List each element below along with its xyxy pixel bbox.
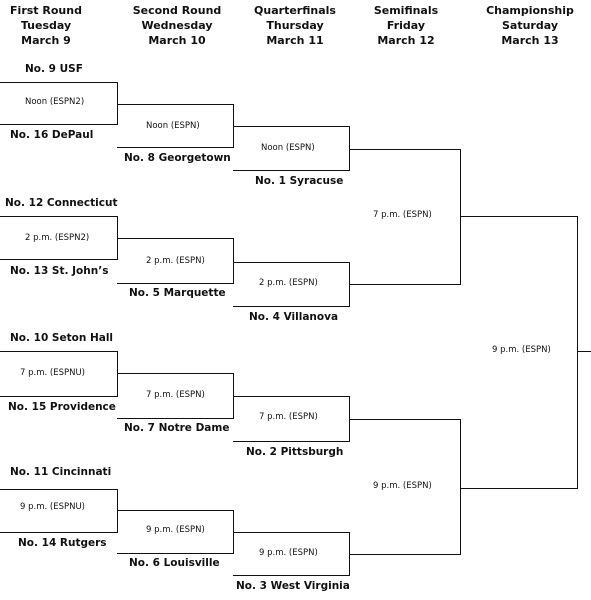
header-second-round: Second Round Wednesday March 10: [118, 3, 236, 48]
bracket-line: [117, 510, 234, 511]
header-round-label: Quarterfinals: [254, 4, 336, 17]
bracket-line: [460, 488, 578, 489]
first-round-game-time: 9 p.m. (ESPNU): [20, 502, 85, 512]
first-round-top-team: No. 10 Seton Hall: [10, 332, 114, 344]
bracket-line: [0, 489, 118, 490]
bracket-line: [233, 170, 350, 171]
bracket-line: [233, 441, 350, 442]
bracket-line: [233, 575, 350, 576]
bracket-line: [460, 149, 461, 285]
second-round-team: No. 7 Notre Dame: [124, 422, 230, 434]
bracket-line: [0, 259, 118, 260]
second-round-team: No. 8 Georgetown: [124, 152, 231, 164]
bracket-line: [233, 306, 350, 307]
first-round-game-time: Noon (ESPN2): [25, 97, 85, 107]
bracket-line: [460, 419, 461, 555]
bracket-line: [0, 351, 118, 352]
second-round-game-time: 7 p.m. (ESPN): [146, 390, 205, 400]
bracket-line: [0, 532, 118, 533]
first-round-top-team: No. 12 Connecticut: [5, 197, 118, 209]
second-round-game-time: Noon (ESPN): [146, 121, 200, 131]
header-date-label: March 9: [21, 34, 71, 47]
first-round-top-team: No. 9 USF: [25, 63, 83, 75]
header-day-label: Friday: [386, 19, 426, 32]
first-round-bottom-team: No. 13 St. John’s: [10, 265, 109, 277]
bracket-line: [117, 489, 118, 533]
header-day-label: Thursday: [266, 19, 324, 32]
header-quarterfinals: Quarterfinals Thursday March 11: [242, 3, 348, 48]
header-round-label: Second Round: [132, 4, 222, 17]
bracket-line: [349, 126, 350, 171]
semifinal-game-time: 7 p.m. (ESPN): [373, 210, 432, 220]
bracket-line: [117, 418, 234, 419]
second-round-game-time: 9 p.m. (ESPN): [146, 525, 205, 535]
second-round-team: No. 5 Marquette: [129, 287, 226, 299]
quarterfinal-team: No. 1 Syracuse: [255, 175, 344, 187]
bracket-line: [0, 216, 118, 217]
header-semifinals: Semifinals Friday March 12: [358, 3, 454, 48]
first-round-top-team: No. 11 Cincinnati: [10, 466, 112, 478]
bracket-line: [233, 396, 350, 397]
bracket-line: [0, 82, 118, 83]
championship-game-time: 9 p.m. (ESPN): [492, 345, 551, 355]
bracket-line: [577, 216, 578, 489]
header-championship: Championship Saturday March 13: [470, 3, 590, 48]
bracket-line: [233, 126, 350, 127]
header-date-label: March 11: [266, 34, 324, 47]
header-day-label: Wednesday: [141, 19, 213, 32]
quarterfinal-game-time: Noon (ESPN): [261, 143, 315, 153]
bracket-line: [233, 238, 234, 284]
header-day-label: Tuesday: [20, 19, 72, 32]
bracket-line: [117, 351, 118, 397]
bracket-line: [349, 284, 461, 285]
bracket-line: [349, 149, 461, 150]
quarterfinal-game-time: 9 p.m. (ESPN): [259, 548, 318, 558]
first-round-bottom-team: No. 16 DePaul: [10, 129, 94, 141]
quarterfinal-game-time: 7 p.m. (ESPN): [259, 412, 318, 422]
header-round-label: Championship: [486, 4, 574, 17]
header-date-label: March 12: [377, 34, 435, 47]
header-first-round: First Round Tuesday March 9: [0, 3, 92, 48]
bracket-line: [117, 104, 234, 105]
bracket-line: [117, 283, 234, 284]
quarterfinal-team: No. 4 Villanova: [249, 311, 339, 323]
bracket-line: [117, 553, 234, 554]
second-round-game-time: 2 p.m. (ESPN): [146, 256, 205, 266]
bracket-line: [349, 419, 461, 420]
bracket-line: [117, 373, 234, 374]
header-date-label: March 10: [148, 34, 206, 47]
bracket-line: [233, 262, 350, 263]
first-round-game-time: 7 p.m. (ESPNU): [20, 368, 85, 378]
bracket-line: [117, 147, 234, 148]
first-round-bottom-team: No. 14 Rutgers: [18, 537, 107, 549]
bracket-line: [0, 124, 118, 125]
second-round-team: No. 6 Louisville: [129, 557, 220, 569]
header-round-label: First Round: [10, 4, 82, 17]
bracket-line: [0, 396, 118, 397]
bracket-line: [349, 554, 461, 555]
bracket-line: [460, 216, 578, 217]
quarterfinal-game-time: 2 p.m. (ESPN): [259, 278, 318, 288]
bracket-line: [117, 82, 118, 125]
header-day-label: Saturday: [502, 19, 558, 32]
semifinal-game-time: 9 p.m. (ESPN): [373, 481, 432, 491]
first-round-bottom-team: No. 15 Providence: [8, 401, 116, 413]
quarterfinal-team: No. 2 Pittsburgh: [246, 446, 344, 458]
bracket-line: [577, 351, 591, 352]
quarterfinal-team: No. 3 West Virginia: [236, 580, 350, 592]
header-round-label: Semifinals: [373, 4, 439, 17]
header-date-label: March 13: [501, 34, 559, 47]
first-round-game-time: 2 p.m. (ESPN2): [25, 233, 90, 243]
bracket-line: [117, 238, 234, 239]
bracket-line: [233, 532, 350, 533]
